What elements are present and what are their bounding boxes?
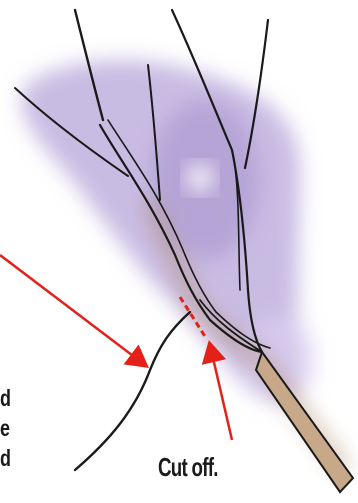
highlight-spot <box>186 164 214 192</box>
side-letter-2: e <box>0 413 12 443</box>
side-letter-3: d <box>0 443 12 473</box>
cut-off-label: Cut off. <box>158 452 218 483</box>
side-letter-1: d <box>0 383 12 413</box>
arrow-to-cut-limb <box>0 255 145 365</box>
side-text-fragments: d e d <box>0 383 12 473</box>
